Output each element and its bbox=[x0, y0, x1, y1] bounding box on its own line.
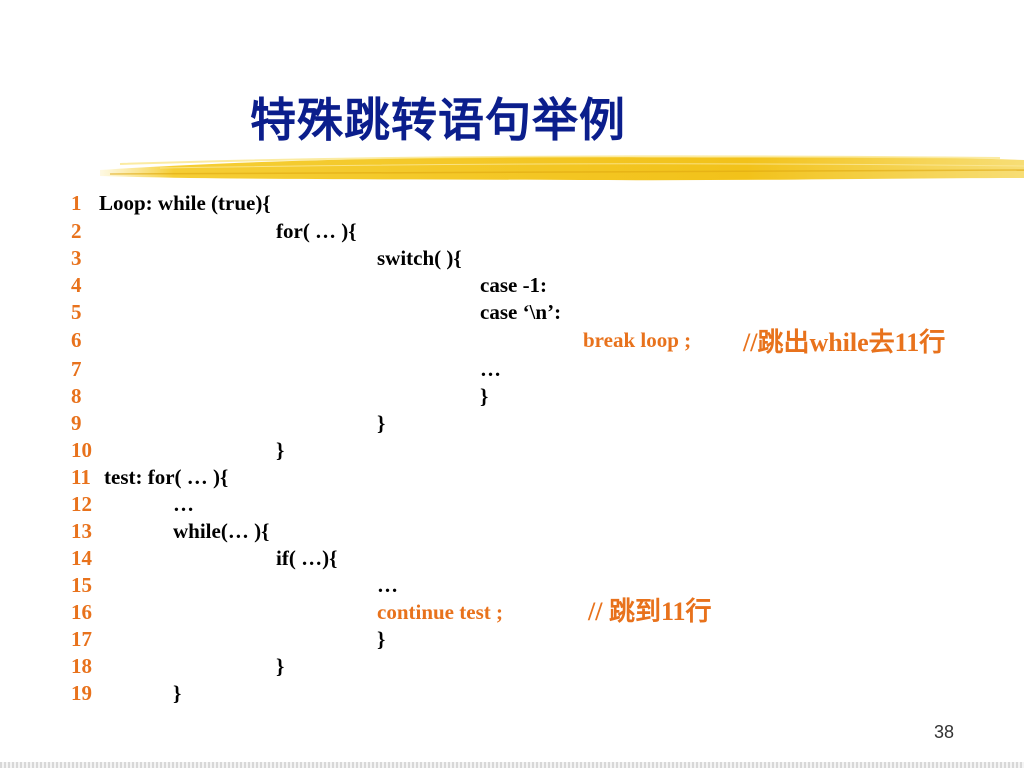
line-number: 4 bbox=[71, 273, 82, 297]
line-number: 15 bbox=[71, 573, 92, 597]
code-text: } bbox=[173, 681, 182, 705]
line-number: 2 bbox=[71, 219, 82, 243]
code-text: } bbox=[480, 384, 489, 408]
code-text: case -1: bbox=[480, 273, 548, 297]
line-number: 8 bbox=[71, 384, 82, 408]
line-number: 12 bbox=[71, 492, 92, 516]
line-number: 10 bbox=[71, 438, 92, 462]
line-number: 19 bbox=[71, 681, 92, 705]
line-number: 16 bbox=[71, 600, 92, 624]
code-text: } bbox=[377, 627, 386, 651]
code-text: switch( ){ bbox=[377, 246, 462, 270]
code-text: case ‘\n’: bbox=[480, 300, 562, 324]
code-text: } bbox=[276, 438, 285, 462]
code-text: continue test ; bbox=[377, 600, 503, 624]
slide-title: 特殊跳转语句举例 bbox=[250, 93, 626, 147]
page-number: 38 bbox=[934, 722, 955, 742]
continue-comment: // 跳到11行 bbox=[588, 597, 712, 626]
code-text: } bbox=[276, 654, 285, 678]
line-number: 17 bbox=[71, 627, 92, 651]
code-text: test: for( … ){ bbox=[104, 465, 229, 489]
bottom-divider bbox=[0, 762, 1024, 768]
line-number: 9 bbox=[71, 411, 82, 435]
line-number: 1 bbox=[71, 191, 82, 215]
yellow-brush-stroke-decoration bbox=[100, 155, 1024, 181]
code-text: … bbox=[377, 573, 398, 597]
code-text: break loop ; bbox=[583, 328, 692, 352]
code-text: while(… ){ bbox=[173, 519, 270, 543]
line-number: 7 bbox=[71, 357, 82, 381]
line-number: 3 bbox=[71, 246, 82, 270]
code-text: … bbox=[173, 492, 194, 516]
line-number: 11 bbox=[71, 465, 91, 489]
code-text: } bbox=[377, 411, 386, 435]
code-text: if( …){ bbox=[276, 546, 338, 570]
break-comment: //跳出while去11行 bbox=[743, 328, 946, 357]
line-number: 6 bbox=[71, 328, 82, 352]
code-text: for( … ){ bbox=[276, 219, 357, 243]
code-text: … bbox=[480, 357, 501, 381]
line-number: 13 bbox=[71, 519, 92, 543]
line-number: 5 bbox=[71, 300, 82, 324]
line-number: 14 bbox=[71, 546, 92, 570]
line-number: 18 bbox=[71, 654, 92, 678]
code-text: Loop: while (true){ bbox=[99, 191, 271, 215]
